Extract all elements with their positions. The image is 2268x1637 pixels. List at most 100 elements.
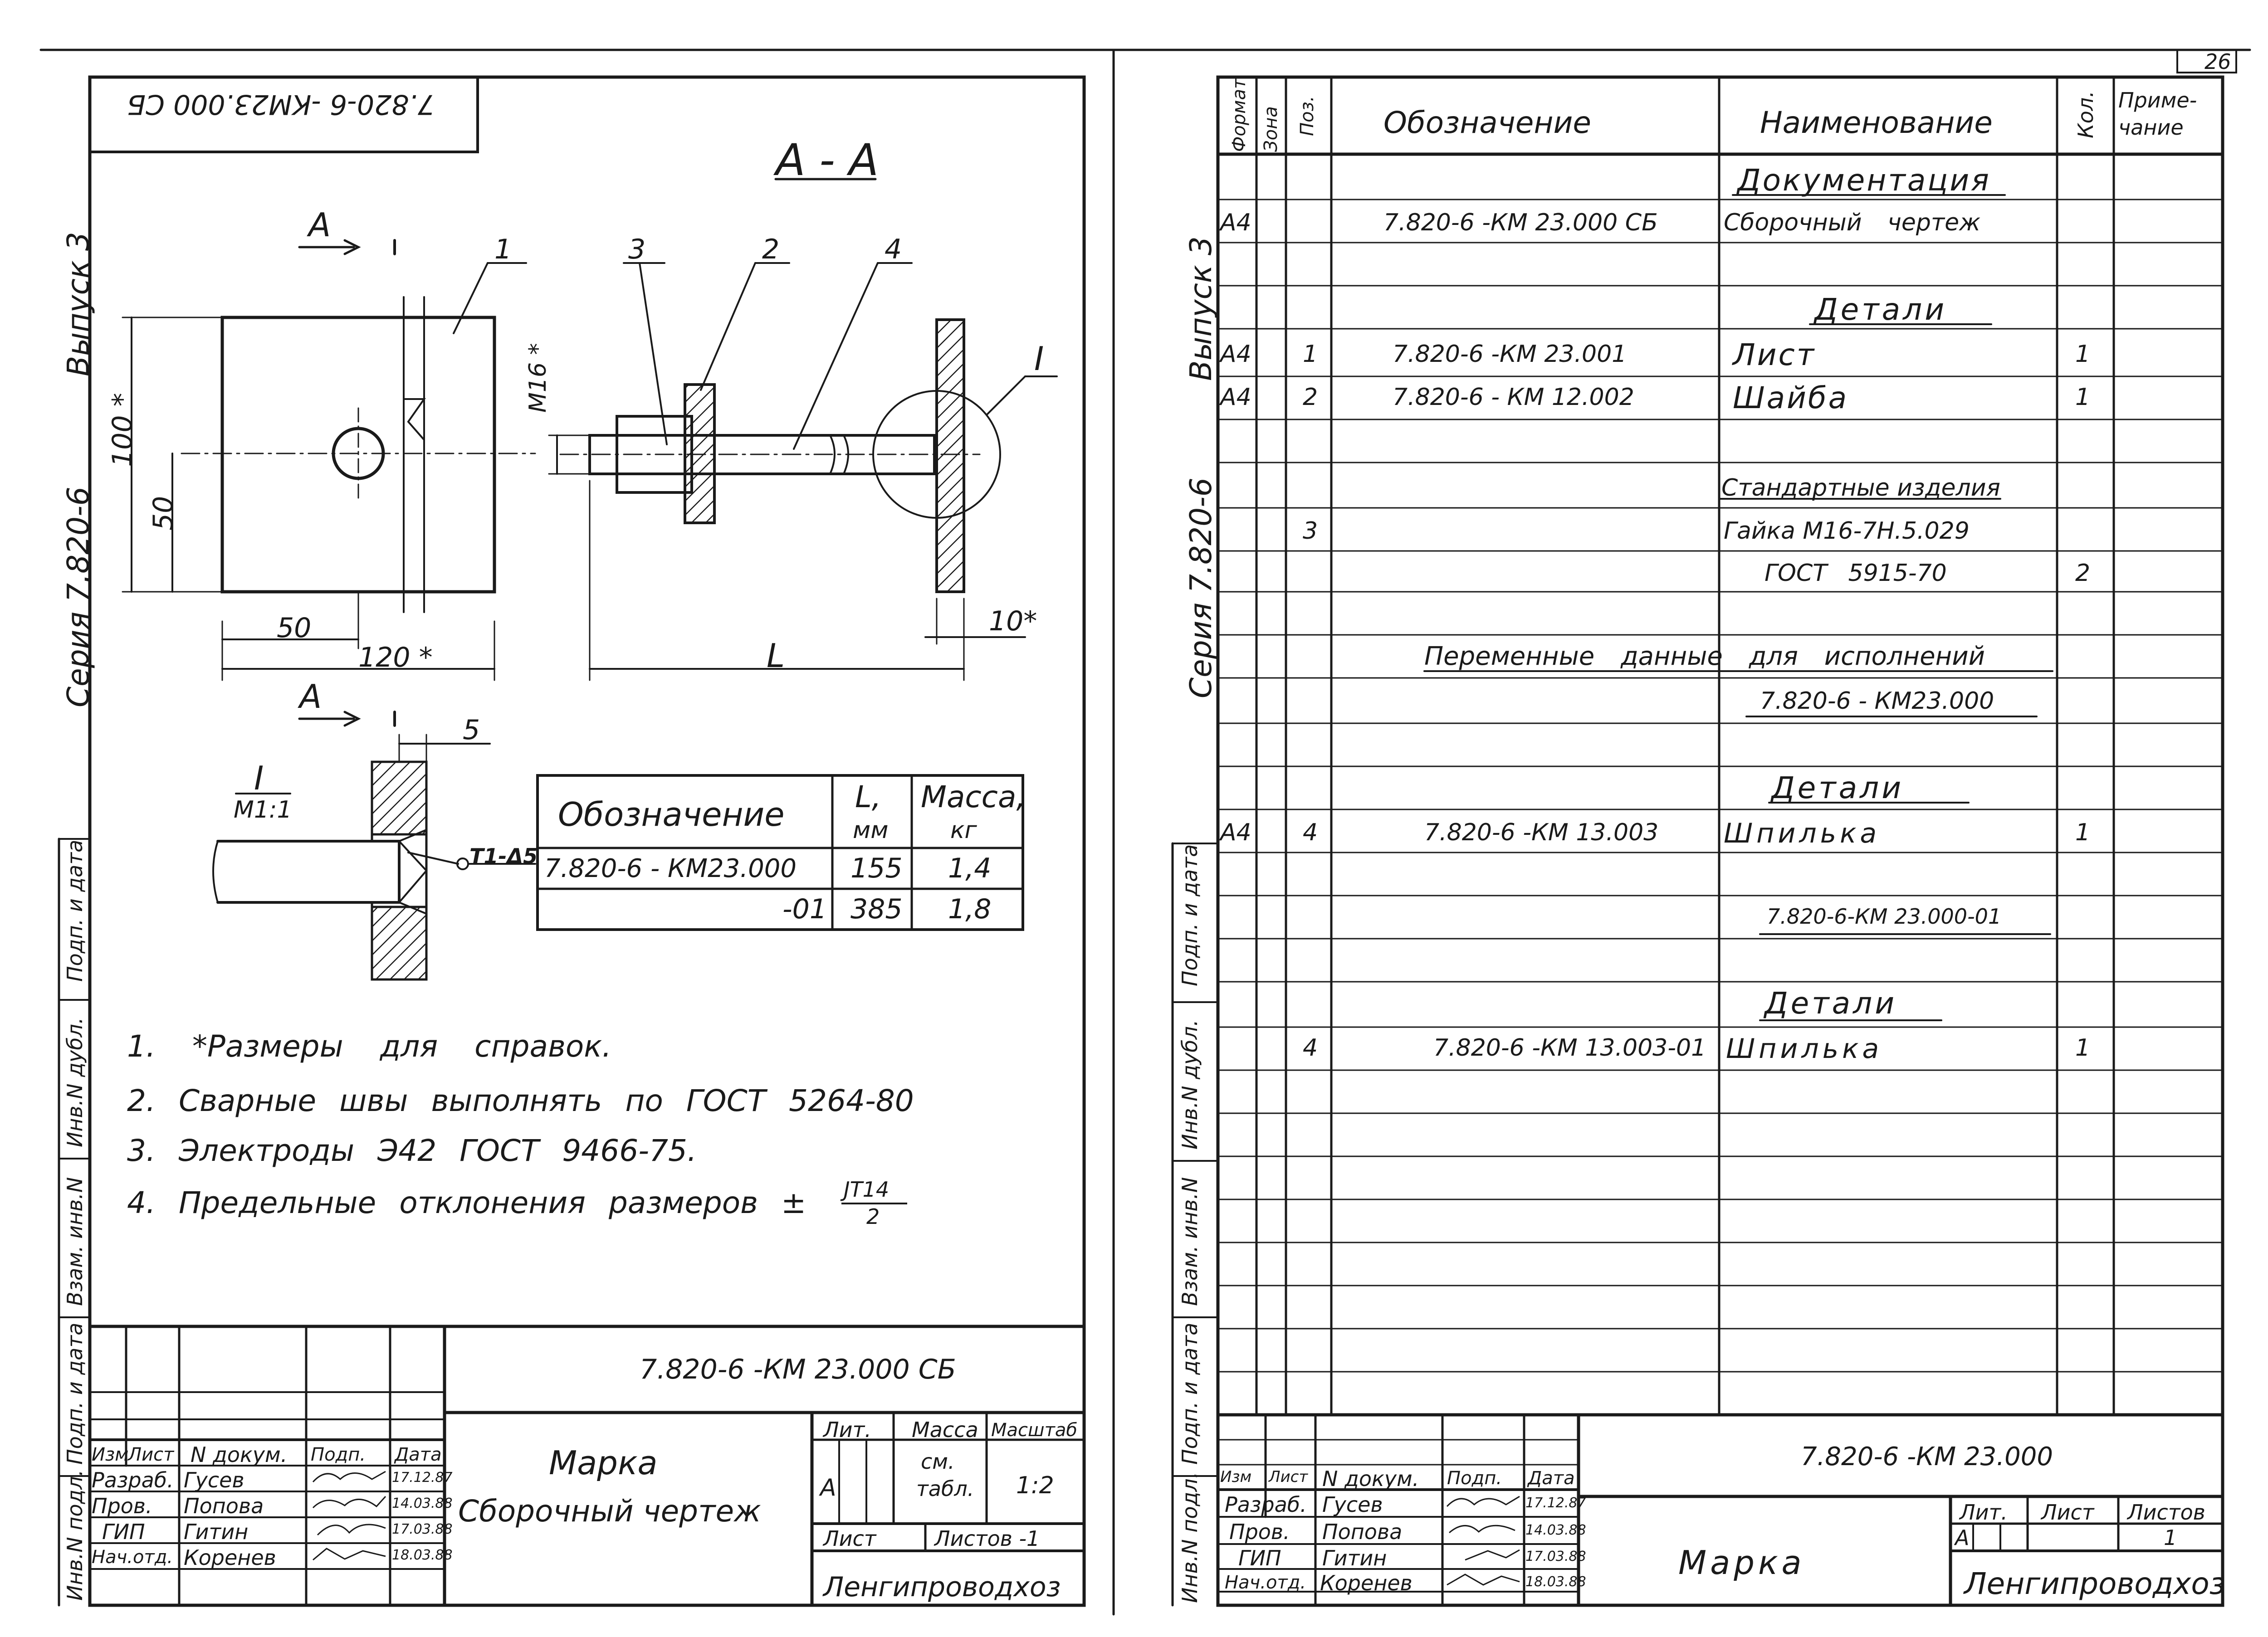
spec-row-10-qty: 2	[2075, 560, 2091, 587]
left-role-3: ГИП	[102, 1520, 145, 1544]
note-3: 3. Электроды Э42 ГОСТ 9466-75.	[127, 1133, 697, 1168]
spec-row-16-qty: 1	[2075, 819, 2091, 846]
right-role-1: Разраб.	[1225, 1492, 1307, 1517]
left-mass-label: Масса	[912, 1418, 978, 1442]
left-hdr-sign: Подп.	[311, 1444, 366, 1465]
dim-length: L	[767, 637, 785, 675]
detail-label-scale: М1:1	[234, 796, 292, 823]
right-title-code: 7.820-6 -КМ 23.000	[1801, 1442, 2053, 1471]
table-row-2-mass: 1,8	[948, 893, 992, 925]
right-sheets-label: Листов	[2127, 1500, 2205, 1525]
table-header-length-unit: мм	[853, 817, 889, 844]
left-name-1: Гусев	[184, 1468, 244, 1492]
spec-row-5-format: А4	[1220, 341, 1251, 368]
left-lit-value: А	[820, 1474, 836, 1501]
table-row-2-designation: -01	[782, 893, 827, 925]
spec-hdr-name: Наименование	[1760, 105, 1993, 140]
spec-row-5-name: Лист	[1733, 337, 1816, 372]
left-role-1: Разраб.	[92, 1468, 174, 1492]
table-header-designation: Обозначение	[558, 795, 785, 833]
right-role-4: Нач.отд.	[1225, 1572, 1306, 1593]
left-role-4: Нач.отд.	[92, 1547, 173, 1568]
right-date-3: 17.03.88	[1525, 1549, 1586, 1564]
left-name-3: Гитин	[184, 1520, 249, 1544]
right-date-2: 14.03.88	[1525, 1522, 1586, 1538]
spec-row-21-designation: 7.820-6 -КМ 13.003-01	[1433, 1034, 1706, 1062]
spec-section-details-2: Детали	[1771, 770, 1904, 805]
right-name-3: Гитин	[1322, 1546, 1387, 1570]
spec-row-16-pos: 4	[1303, 819, 1318, 846]
spec-row-16-designation: 7.820-6 -КМ 13.003	[1424, 819, 1659, 846]
spec-row-21-name: Шпилька	[1726, 1033, 1883, 1065]
note-4-fraction-den: 2	[866, 1204, 880, 1229]
callout-3: 3	[628, 234, 646, 265]
right-lit-label: Лит.	[1960, 1500, 2008, 1525]
spec-row-2-designation: 7.820-6 -КМ 23.000 СБ	[1383, 209, 1658, 236]
table-row-2-length: 385	[850, 893, 903, 925]
spec-row-5-pos: 1	[1303, 341, 1318, 368]
spec-row-9-name: Гайка М16-7Н.5.029	[1724, 517, 1970, 545]
left-title-code: 7.820-6 -КМ 23.000 СБ	[640, 1354, 956, 1385]
spec-row-5-qty: 1	[2075, 341, 2091, 368]
section-title: А - А	[776, 135, 879, 185]
detail-label-num: I	[254, 759, 264, 797]
left-hdr-doc: N докум.	[191, 1442, 288, 1467]
spec-row-2-format: А4	[1220, 209, 1251, 236]
right-title-name: Марка	[1678, 1544, 1805, 1582]
spec-section-details-3: Детали	[1765, 986, 1897, 1021]
note-4-fraction-num: JT14	[844, 1177, 890, 1202]
left-date-4: 18.03.88	[392, 1547, 453, 1563]
right-date-4: 18.03.88	[1525, 1574, 1586, 1590]
spec-section-standard: Стандартные изделия	[1721, 474, 2000, 502]
spec-row-6-format: А4	[1220, 384, 1251, 411]
spec-row-21-qty: 1	[2075, 1034, 2091, 1062]
spec-row-6-pos: 2	[1303, 384, 1318, 411]
note-1: 1. *Размеры для справок.	[127, 1029, 612, 1064]
left-scale-label: Масштаб	[991, 1420, 1078, 1441]
spec-row-21-pos: 4	[1303, 1034, 1318, 1062]
left-lit-label: Лит.	[823, 1418, 871, 1442]
right-lit-value: А	[1955, 1525, 1970, 1550]
spec-row-6-designation: 7.820-6 - КМ 12.002	[1393, 384, 1634, 411]
right-sheets-value: 1	[2164, 1525, 2177, 1550]
right-name-2: Попова	[1322, 1520, 1403, 1544]
spec-hdr-note-1: Приме-	[2118, 88, 2197, 112]
left-mass-value-2: табл.	[916, 1476, 974, 1501]
spec-hdr-designation: Обозначение	[1383, 105, 1591, 140]
table-header-length: L,	[855, 780, 881, 814]
left-hdr-izm: Изм	[92, 1444, 129, 1465]
right-hdr-list: Лист	[1269, 1468, 1308, 1486]
spec-section-details-1: Детали	[1814, 292, 1947, 327]
left-scale-value: 1:2	[1016, 1472, 1054, 1499]
dim-50-horizontal: 50	[277, 612, 312, 644]
left-name-4: Коренев	[184, 1545, 276, 1570]
right-date-1: 17.12.87	[1525, 1495, 1586, 1511]
right-hdr-sign: Подп.	[1447, 1468, 1502, 1489]
left-hdr-date: Дата	[395, 1444, 442, 1465]
section-mark-bottom: А	[299, 677, 322, 716]
callout-1: 1	[494, 234, 512, 265]
right-name-1: Гусев	[1322, 1492, 1383, 1517]
dim-120: 120 *	[358, 642, 433, 673]
left-mass-value-1: см.	[921, 1449, 955, 1474]
detail-mark: I	[1034, 340, 1044, 378]
table-row-1-mass: 1,4	[948, 853, 992, 884]
left-hdr-list: Лист	[128, 1444, 174, 1465]
weld-symbol: Т1-Δ5	[469, 844, 538, 868]
right-hdr-date: Дата	[1528, 1468, 1575, 1489]
dim-gap: 5	[463, 714, 480, 746]
left-sheets-label: Листов -1	[934, 1526, 1040, 1551]
left-role-2: Пров.	[92, 1494, 152, 1518]
spec-section-variant-base: 7.820-6 - КМ23.000	[1760, 687, 1994, 715]
spec-section-variant-01: 7.820-6-КМ 23.000-01	[1767, 904, 2002, 929]
section-mark-top: А	[308, 206, 331, 244]
table-row-1-length: 155	[850, 853, 903, 884]
spec-row-5-designation: 7.820-6 -КМ 23.001	[1393, 341, 1627, 368]
spec-row-10-name: ГОСТ 5915-70	[1765, 560, 1947, 587]
left-name-2: Попова	[184, 1494, 264, 1518]
right-role-2: Пров.	[1229, 1520, 1290, 1544]
